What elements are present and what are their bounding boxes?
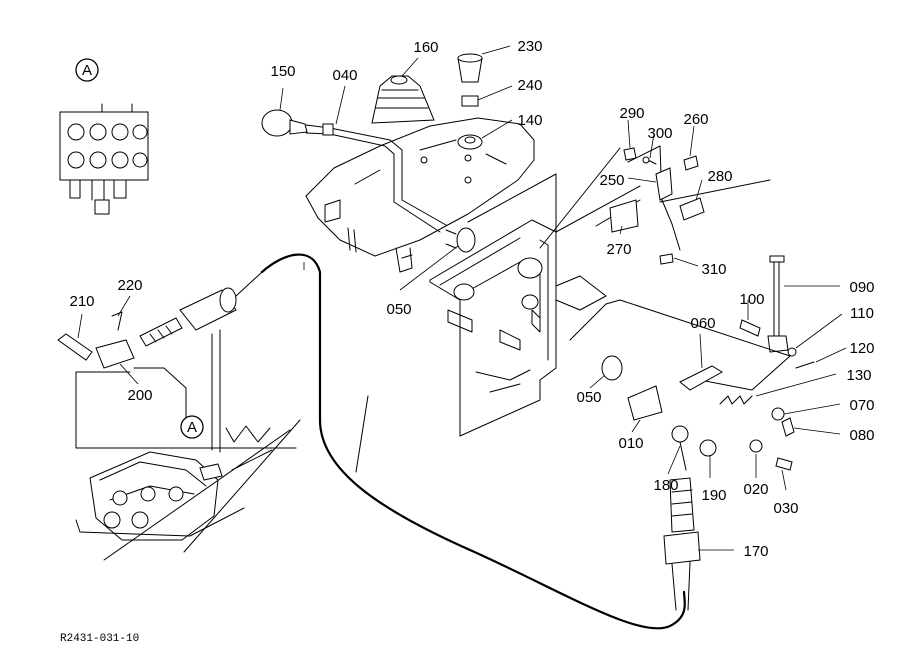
bracket-frame [429, 173, 641, 437]
callout-010: 010 [618, 435, 643, 452]
detail-marker-label: A [82, 62, 92, 79]
callout-040: 040 [332, 67, 357, 84]
callout-110: 110 [850, 305, 874, 322]
callout-130: 130 [846, 367, 871, 384]
leader-lines [77, 45, 847, 551]
callout-080: 080 [849, 427, 874, 444]
callout-020: 020 [743, 481, 768, 498]
callout-220: 220 [117, 277, 142, 294]
left-cable-end [57, 271, 263, 369]
callout-310: 310 [701, 261, 726, 278]
control-valve: A [75, 329, 369, 561]
callout-050-lower: 050 [576, 389, 601, 406]
callout-160: 160 [413, 39, 438, 56]
callout-030: 030 [773, 500, 798, 517]
callout-240: 240 [517, 77, 542, 94]
control-cable [260, 253, 686, 630]
callout-090: 090 [849, 279, 874, 296]
detail-a-callout-circle [180, 415, 204, 439]
callout-050-upper: 050 [386, 301, 411, 318]
detail-marker-circle [75, 58, 99, 82]
right-upper-parts [539, 145, 771, 265]
callout-250: 250 [599, 172, 624, 189]
callout-100: 100 [739, 291, 764, 308]
callout-230: 230 [517, 38, 542, 55]
callout-180: 180 [653, 477, 678, 494]
callout-200: 200 [127, 387, 152, 404]
figure-reference: R2431-031-10 [60, 633, 139, 645]
callout-120: 120 [849, 340, 874, 357]
callout-140: 140 [517, 112, 542, 129]
right-lower-linkage [569, 255, 815, 611]
callout-060: 060 [690, 315, 715, 332]
lever-assembly [261, 53, 535, 273]
callout-280: 280 [707, 168, 732, 185]
callout-170: 170 [743, 543, 768, 560]
callout-260: 260 [683, 111, 708, 128]
callout-290: 290 [619, 105, 644, 122]
callout-numbers: 150 040 160 230 240 140 290 300 260 250 … [69, 38, 874, 560]
detail-a-callout-label: A [187, 419, 197, 436]
detail-a-valve-end-view: A [59, 58, 149, 215]
callout-190: 190 [701, 487, 726, 504]
callout-270: 270 [606, 241, 631, 258]
callout-210: 210 [69, 293, 94, 310]
callout-300: 300 [647, 125, 672, 142]
callout-150: 150 [270, 63, 295, 80]
callout-070: 070 [849, 397, 874, 414]
